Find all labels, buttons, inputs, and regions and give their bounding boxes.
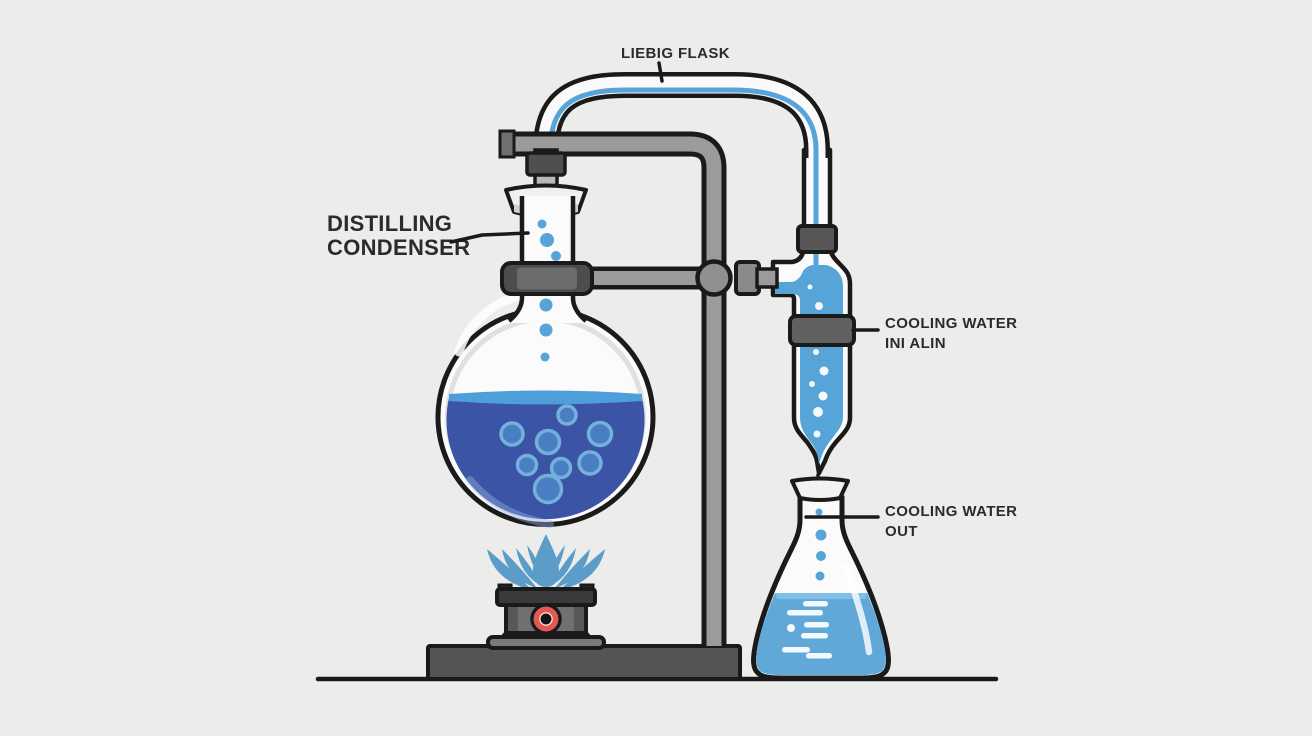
burner-foot: [486, 635, 606, 650]
flame: [487, 534, 605, 590]
label-cooling-in-text2: INI ALIN: [885, 335, 946, 352]
vapor-tube: [533, 72, 830, 166]
label-liebig-flask: LIEBIG FLASK: [621, 45, 730, 83]
cooling-water-in-clamp: [788, 314, 856, 347]
label-cooling-water-out: COOLING WATER OUT: [804, 503, 1017, 540]
label-cooling-water-in: COOLING WATER INI ALIN: [851, 315, 1017, 352]
label-cooling-out-text1: COOLING WATER: [885, 503, 1017, 520]
flask-glass-shine: [454, 290, 526, 357]
flask-neck-wall-right: [570, 196, 588, 323]
flask-neck-wall-left: [507, 196, 525, 323]
top-arm-end-cap: [498, 129, 516, 159]
flask-liquid-surface: [449, 390, 642, 405]
neck-clamp-grip: [517, 267, 577, 290]
labels: LIEBIG FLASK DISTILLING CONDENSER COOLIN…: [327, 45, 1017, 540]
condenser-bubbles: [807, 284, 829, 438]
label-cooling-out-text2: OUT: [885, 523, 918, 540]
erlenmeyer-glass-shine: [841, 561, 873, 656]
burner: [486, 583, 606, 650]
erlenmeyer-drops: [815, 508, 827, 581]
tube-fitting-band: [796, 224, 838, 254]
retort-stand: [498, 129, 779, 646]
vapor-tube-stream: [548, 87, 819, 166]
erlenmeyer-liquid-marks: [782, 601, 832, 659]
stand-base: [426, 644, 742, 681]
clamp-knob: [695, 259, 733, 297]
flask-liquid-shine: [466, 476, 554, 528]
erlenmeyer-flask: [751, 476, 891, 681]
flask-bubbles: [499, 404, 614, 505]
label-liebig-leader: [657, 61, 664, 83]
erlenmeyer-liquid-surface: [775, 593, 867, 599]
label-distilling-text: DISTILLING: [327, 211, 452, 236]
label-distilling-leader: [449, 231, 530, 244]
clamp-connector-stub: [755, 267, 779, 289]
condenser-column: [770, 147, 856, 486]
erlenmeyer-rim: [790, 476, 850, 502]
stand-pole: [505, 136, 722, 646]
burner-valve-center: [540, 613, 552, 625]
distilling-flask: [435, 148, 656, 528]
burner-flame: [486, 534, 606, 650]
label-distilling-condenser: DISTILLING CONDENSER: [327, 211, 530, 260]
burner-valve-ring: [533, 606, 559, 632]
stopper-band: [525, 151, 567, 177]
label-cooling-in-text1: COOLING WATER: [885, 315, 1017, 332]
burner-rim: [495, 587, 597, 607]
label-liebig-flask-text: LIEBIG FLASK: [621, 45, 730, 62]
neck-bubbles: [537, 219, 561, 362]
label-condenser-text: CONDENSER: [327, 235, 470, 260]
